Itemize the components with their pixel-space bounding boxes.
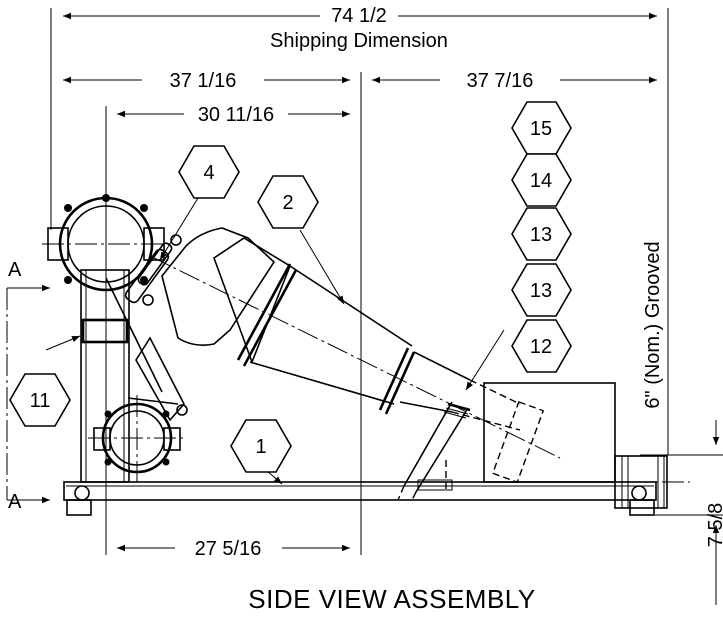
base-frame bbox=[63, 481, 657, 516]
svg-text:14: 14 bbox=[530, 170, 552, 192]
svg-text:15: 15 bbox=[530, 118, 552, 140]
drawing-title: SIDE VIEW ASSEMBLY bbox=[248, 584, 535, 614]
discharge-tube bbox=[397, 401, 471, 501]
section-label-top: A bbox=[8, 259, 22, 281]
bottom-dimension: 27 5/16 bbox=[195, 538, 262, 560]
top-inlet-pipe bbox=[42, 106, 170, 300]
section-indicator bbox=[6, 284, 50, 504]
svg-text:12: 12 bbox=[530, 336, 552, 358]
left-half-dimension: 37 1/16 bbox=[170, 70, 237, 92]
right-half-dimension: 37 7/16 bbox=[467, 70, 534, 92]
svg-text:2: 2 bbox=[282, 192, 293, 214]
balloon-4: 4 bbox=[178, 145, 240, 199]
balloon-1: 1 bbox=[230, 419, 292, 473]
outlet-height-dimension: 7 5/8 bbox=[705, 503, 723, 547]
svg-text:13: 13 bbox=[530, 280, 552, 302]
svg-text:4: 4 bbox=[203, 162, 214, 184]
inner-dimension: 30 11/16 bbox=[198, 104, 274, 126]
outlet-box bbox=[483, 382, 690, 509]
balloon-13b: 13 bbox=[511, 263, 572, 317]
vertical-stand bbox=[80, 269, 163, 483]
section-label-bottom: A bbox=[8, 491, 22, 513]
svg-text:13: 13 bbox=[530, 224, 552, 246]
outlet-grooved-note: 6" (Nom.) Grooved bbox=[642, 241, 664, 408]
shipping-dimension-note: Shipping Dimension bbox=[270, 30, 448, 52]
balloon-14: 14 bbox=[511, 153, 572, 207]
balloon-2: 2 bbox=[257, 175, 319, 229]
balloon-11: 11 bbox=[9, 373, 71, 427]
hose-clamps bbox=[124, 234, 188, 422]
balloon-12: 12 bbox=[511, 319, 572, 373]
bottom-underflow-pipe bbox=[88, 395, 186, 482]
svg-text:11: 11 bbox=[30, 390, 51, 412]
dimension-lines bbox=[50, 8, 723, 605]
svg-text:1: 1 bbox=[255, 436, 266, 458]
hydrocyclone-body bbox=[149, 227, 561, 484]
balloon-13a: 13 bbox=[511, 207, 572, 261]
balloon-15: 15 bbox=[511, 101, 572, 155]
overall-dimension: 74 1/2 bbox=[331, 5, 387, 27]
